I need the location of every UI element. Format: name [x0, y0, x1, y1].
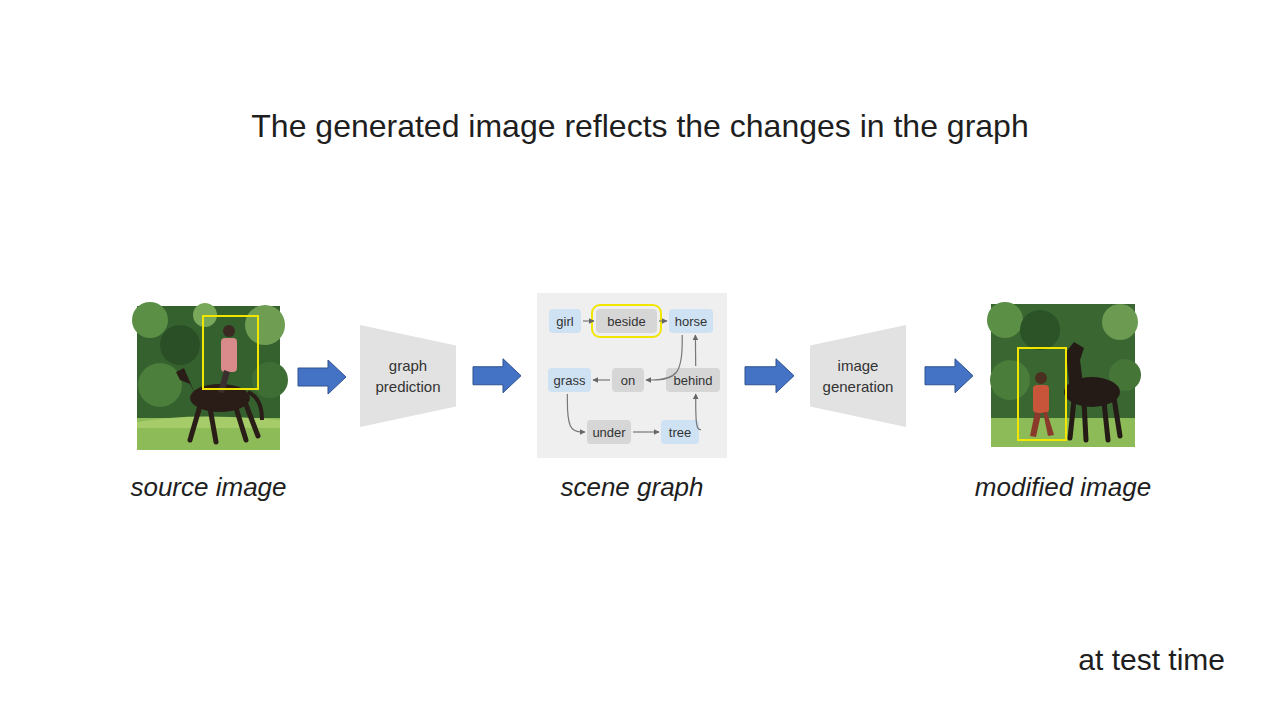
girl-torso — [1033, 385, 1049, 413]
node-label: tree — [669, 425, 691, 440]
girl-head — [1035, 372, 1047, 384]
relation-arrow — [593, 379, 610, 380]
node-label: behind — [673, 373, 712, 388]
module-label: image generation — [810, 355, 906, 397]
trapezoid-outline — [810, 325, 906, 427]
relation-arrow — [583, 320, 594, 321]
caption: scene graph — [457, 472, 807, 503]
block-arrow — [745, 359, 794, 393]
node-label: beside — [607, 314, 645, 329]
relation-node: behind — [666, 368, 720, 392]
source-image: source image — [137, 306, 280, 450]
object-node: horse — [669, 309, 713, 333]
object-node: girl — [549, 309, 581, 333]
horse-leg — [1084, 402, 1086, 440]
foliage — [990, 360, 1030, 400]
highlight-box — [203, 316, 258, 389]
foliage — [987, 302, 1023, 338]
foliage — [1020, 310, 1060, 350]
horse-tail — [248, 392, 262, 420]
note-text: at test time — [1078, 643, 1225, 677]
horse-leg — [236, 408, 246, 440]
node-label: grass — [554, 373, 586, 388]
foliage — [132, 302, 168, 338]
foliage — [160, 325, 200, 365]
trapezoid-outline — [360, 325, 456, 427]
block-arrow — [298, 360, 346, 394]
horse-leg — [1114, 398, 1120, 436]
node-label: under — [592, 425, 625, 440]
horse-legs — [1070, 398, 1120, 440]
caption: modified image — [911, 472, 1215, 503]
source-photo — [132, 302, 288, 450]
module-label: graph prediction — [360, 355, 456, 397]
rider-torso — [221, 338, 237, 372]
object-node: grass — [548, 368, 591, 392]
foliage — [138, 363, 182, 407]
relation-arrow — [695, 335, 696, 366]
image-generation-module: image generation — [810, 325, 906, 427]
trapezoid-shape — [810, 325, 906, 427]
grass — [991, 418, 1135, 447]
horse-leg — [1104, 402, 1108, 440]
horse-leg — [245, 402, 258, 436]
caption: source image — [57, 472, 360, 503]
relation-node: on — [612, 368, 644, 392]
relation-arrow — [659, 320, 667, 321]
highlight-box — [1018, 348, 1066, 440]
grass — [137, 416, 280, 428]
horse-leg — [190, 406, 200, 440]
object-node: tree — [661, 420, 699, 444]
block-arrow — [925, 359, 973, 393]
rider-head — [223, 325, 235, 337]
relation-arrow — [567, 394, 585, 432]
node-label: girl — [556, 314, 573, 329]
horse-neck — [1066, 342, 1084, 392]
block-arrow — [473, 359, 521, 393]
scene-graph-panel: scene graphgirlbesidehorsegrassonbehindu… — [537, 293, 727, 458]
foliage — [245, 305, 285, 345]
horse-neck — [176, 368, 200, 404]
trapezoid-shape — [360, 325, 456, 427]
horse-leg — [210, 408, 216, 442]
relation-node: under — [587, 420, 631, 444]
relation-arrow — [696, 394, 701, 430]
girl-legs — [1030, 412, 1054, 437]
foliage — [1102, 304, 1138, 340]
relation-node: beside — [596, 309, 657, 333]
relation-arrow — [633, 431, 659, 432]
node-label: on — [621, 373, 635, 388]
horse-leg — [1070, 400, 1074, 438]
relation-arrow — [646, 335, 682, 380]
horse-legs — [190, 402, 258, 442]
modified-photo — [987, 302, 1141, 447]
graph-prediction-module: graph prediction — [360, 325, 456, 427]
modified-image: modified image — [991, 304, 1135, 447]
node-label: horse — [675, 314, 708, 329]
slide-title: The generated image reflects the changes… — [0, 108, 1280, 145]
